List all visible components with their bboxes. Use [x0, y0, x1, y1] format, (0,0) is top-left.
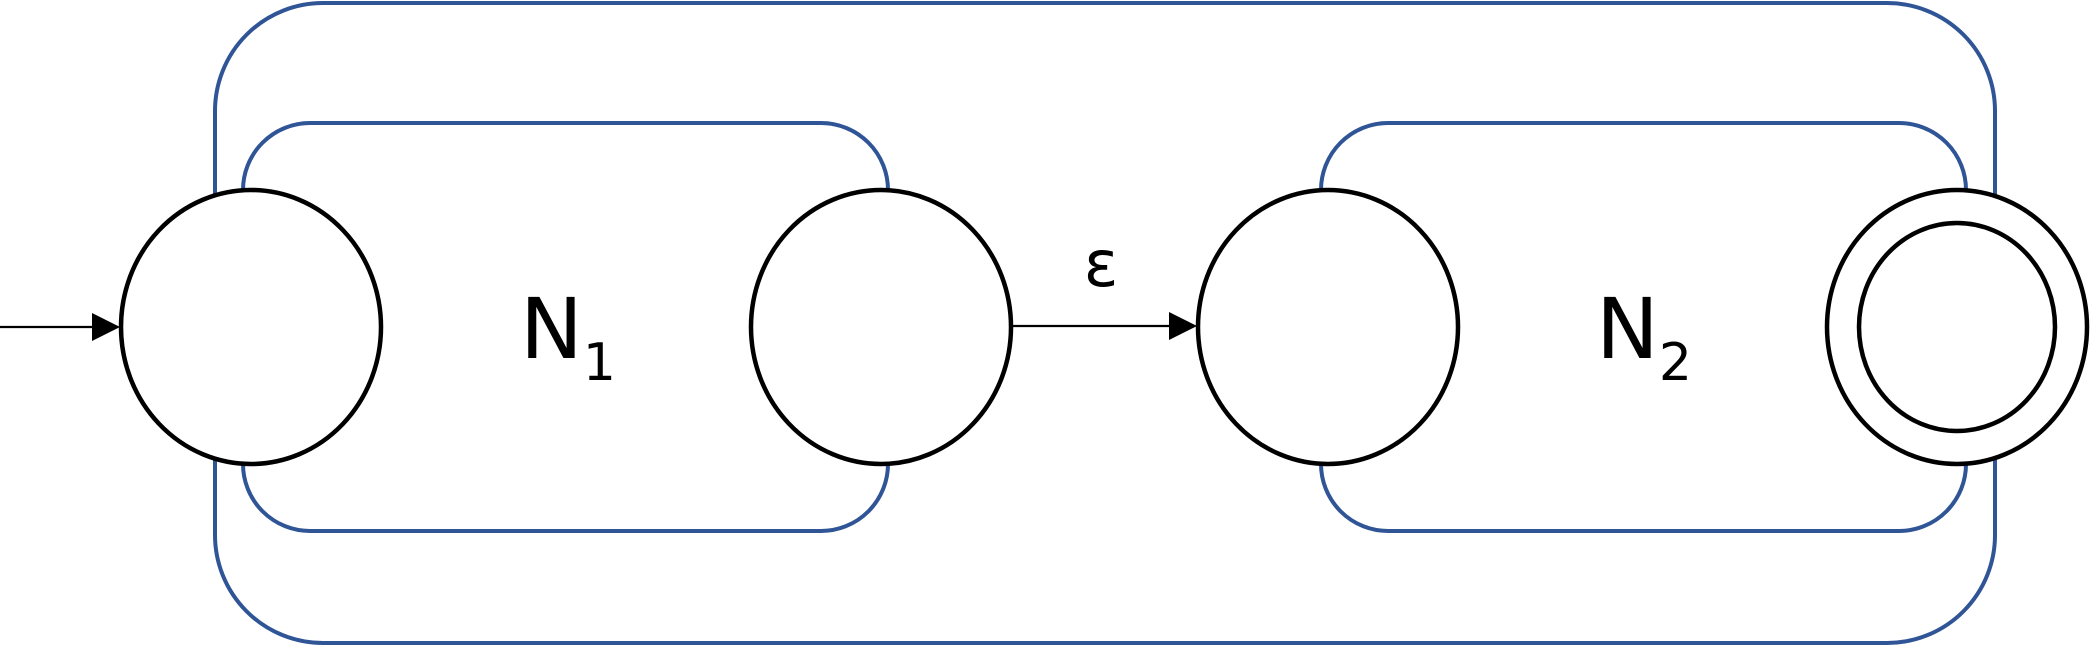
- epsilon-label: ε: [1084, 228, 1119, 302]
- n1-label: N1: [520, 280, 616, 393]
- n2-accept-state-inner: [1856, 220, 2058, 434]
- n1-start-state: [118, 187, 384, 467]
- outer-machine-box: [213, 1, 1997, 645]
- n2-label: N2: [1596, 280, 1692, 393]
- epsilon-transition-arrow: [1011, 312, 1197, 340]
- n1-accept-state: [748, 187, 1014, 467]
- start-arrow: [0, 313, 120, 341]
- n2-start-state: [1195, 187, 1461, 467]
